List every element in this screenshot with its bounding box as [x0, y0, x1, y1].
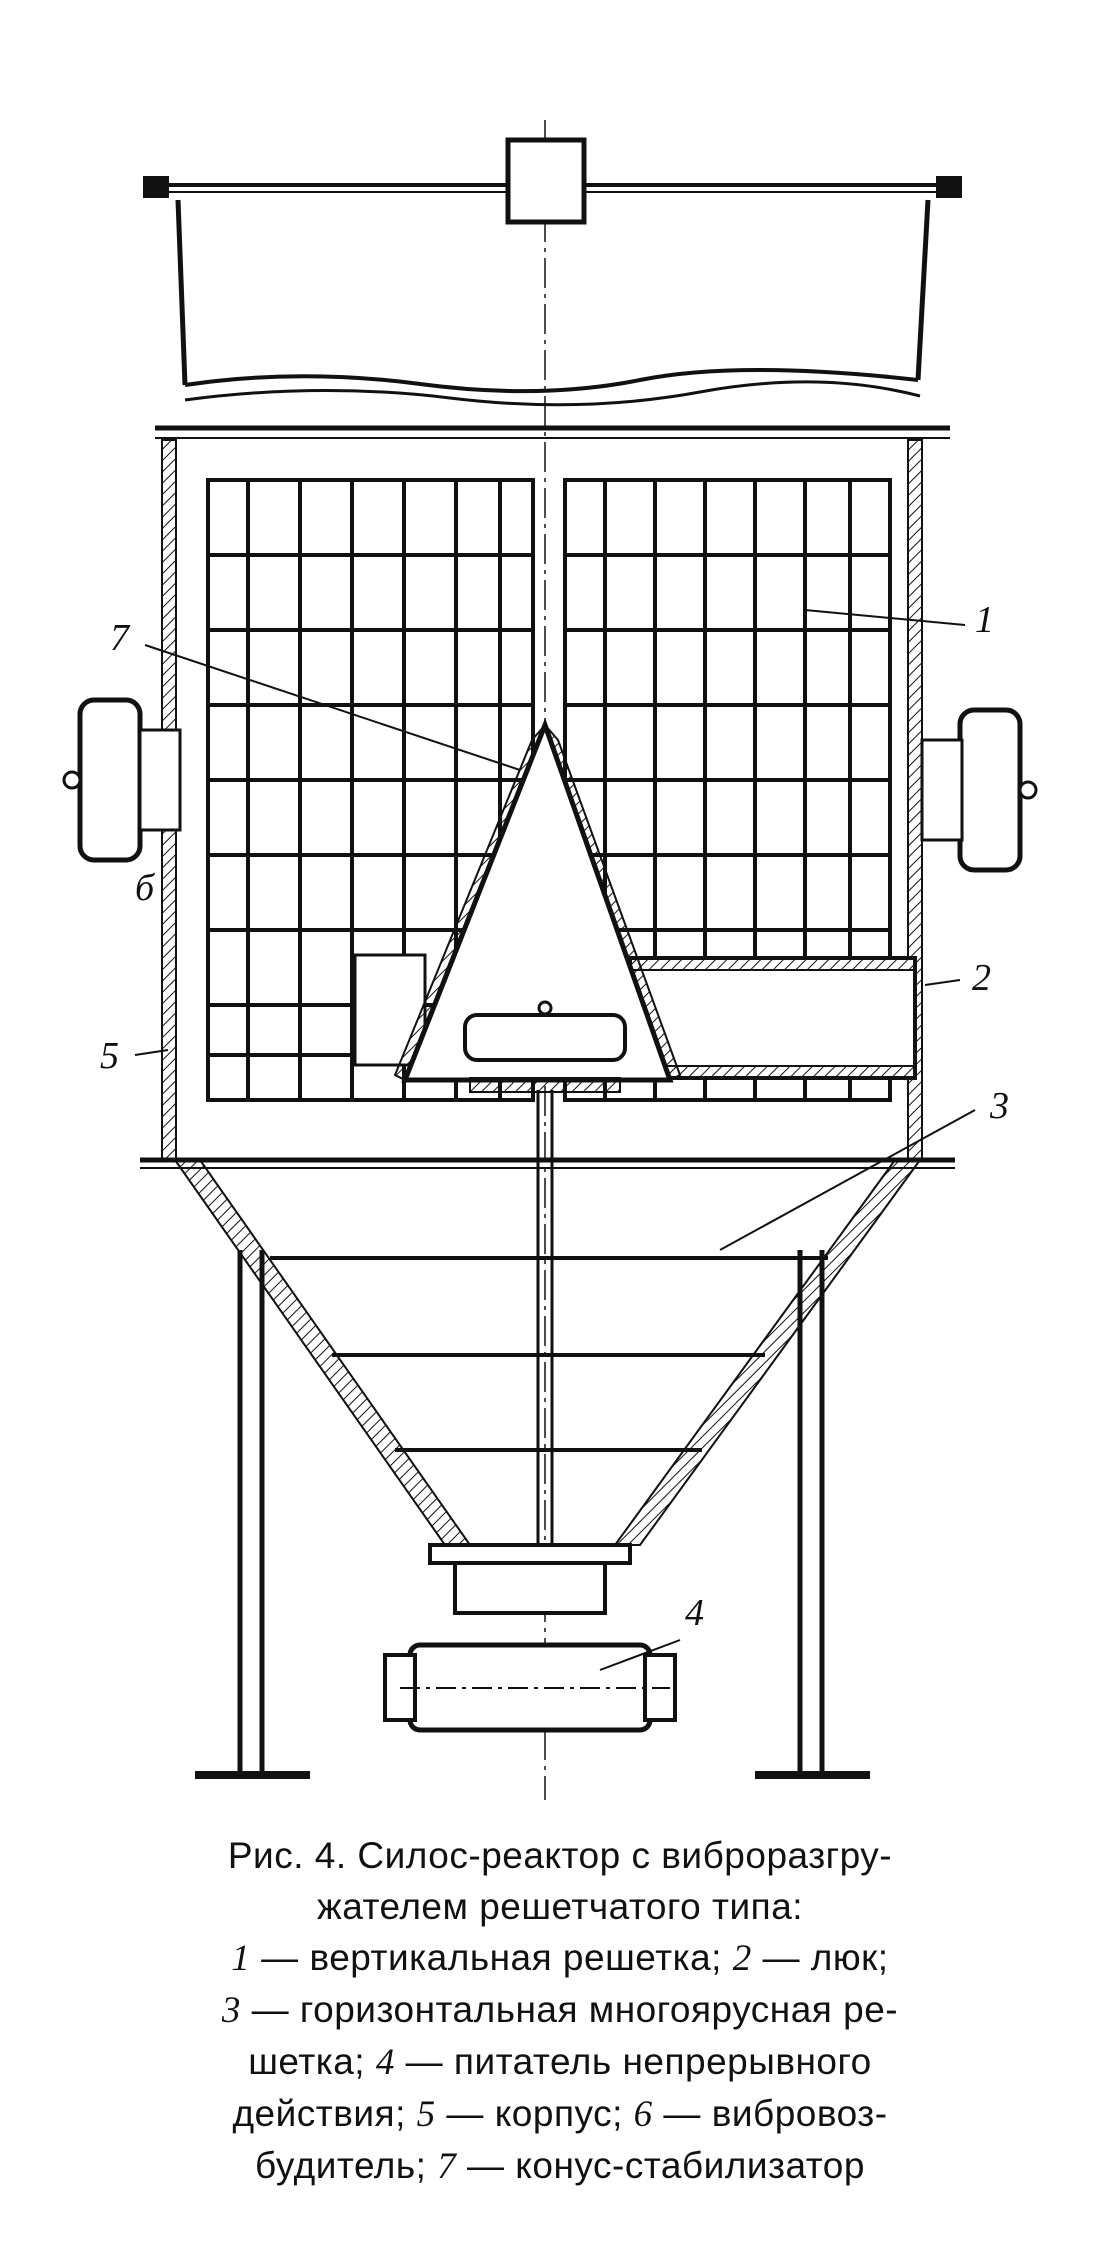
upper-bin	[175, 199, 931, 407]
continuous-feeder	[383, 1642, 677, 1733]
caption-title-line1: Рис. 4. Силос-реактор с виброразгру-	[227, 1835, 893, 1876]
caption-line7: будитель; 7 — конус-стабилизатор	[100, 2140, 1020, 2192]
legend-text: — люк;	[751, 1937, 889, 1978]
legend-text: — корпус;	[435, 2093, 634, 2134]
label-2: 2	[972, 957, 991, 999]
legend-num: 5	[416, 2094, 436, 2135]
label-5: 5	[100, 1035, 119, 1077]
legend-text: действия;	[232, 2093, 417, 2134]
label-6: б	[135, 867, 156, 909]
legend-num: 1	[231, 1938, 251, 1979]
legend-num: 3	[221, 1990, 241, 2031]
legend-text: — вибровоз-	[652, 2093, 888, 2134]
legend-num: 7	[437, 2146, 457, 2187]
legend-text: — вертикальная решетка;	[250, 1937, 733, 1978]
cone-stabilizer	[393, 717, 682, 1093]
caption-line3: 1 — вертикальная решетка; 2 — люк;	[100, 1932, 1020, 1984]
hopper	[173, 1159, 922, 1615]
caption-line5: шетка; 4 — питатель непрерывного	[100, 2036, 1020, 2088]
shaft	[536, 1090, 554, 1560]
label-7: 7	[110, 617, 131, 659]
top-lid	[143, 137, 962, 225]
vibrator-left	[62, 697, 182, 863]
legend-text: шетка;	[248, 2041, 376, 2082]
caption-title-line2: жателем решетчатого типа:	[316, 1886, 804, 1927]
legend-text: будитель;	[255, 2145, 438, 2186]
legend-num: 4	[375, 2042, 395, 2083]
caption-line4: 3 — горизонтальная многоярусная ре-	[100, 1984, 1020, 2036]
vibrator-right	[920, 707, 1038, 873]
legend-text: — конус-стабилизатор	[456, 2145, 865, 2186]
label-3: 3	[989, 1085, 1009, 1127]
legend-num: 2	[732, 1938, 752, 1979]
label-1: 1	[975, 599, 994, 641]
legend-text: — питатель непрерывного	[394, 2041, 872, 2082]
leader-lines	[134, 609, 976, 1671]
caption-line6: действия; 5 — корпус; 6 — вибровоз-	[100, 2088, 1020, 2140]
label-4: 4	[685, 1592, 704, 1634]
figure-caption: Рис. 4. Силос-реактор с виброразгру- жат…	[100, 1830, 1020, 2192]
silo-reactor-drawing: 7 1 2 3 5 б 4	[62, 120, 1038, 1800]
legend-text: — горизонтальная многоярусная ре-	[240, 1989, 899, 2030]
legend-num: 6	[633, 2094, 653, 2135]
support-legs	[195, 1250, 870, 1779]
